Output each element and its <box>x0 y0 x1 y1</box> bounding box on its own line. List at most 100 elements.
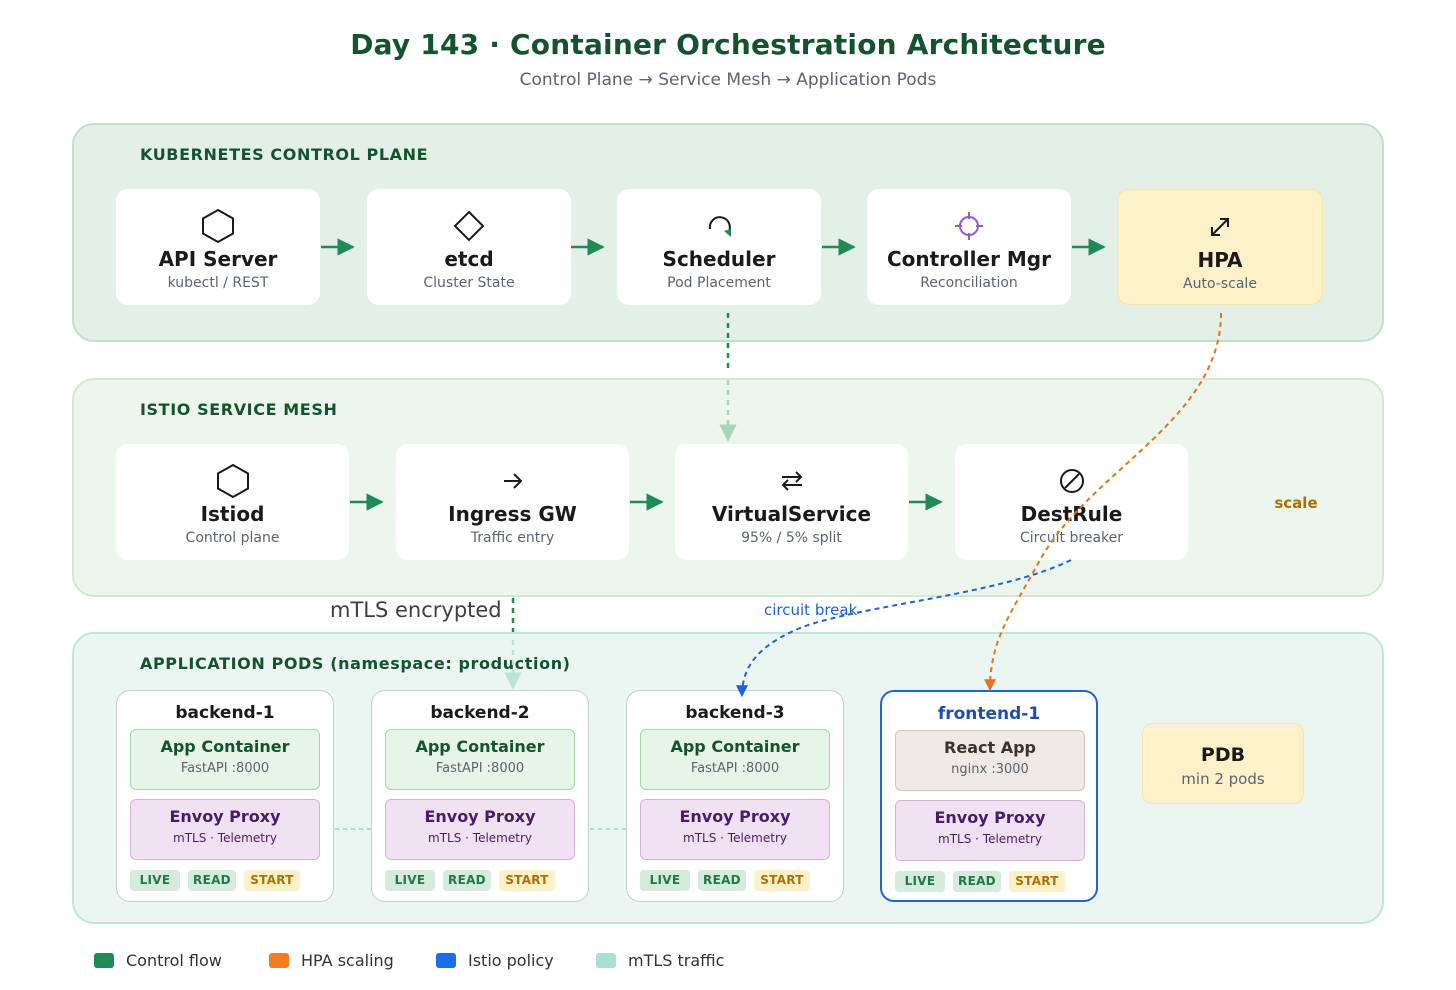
card-title: etcd <box>444 247 494 271</box>
legend-item-hpa-scaling: HPA scaling <box>269 948 394 972</box>
legend-label: HPA scaling <box>301 950 394 970</box>
legend-item-istio-policy: Istio policy <box>436 948 554 972</box>
etcd-card[interactable]: etcd Cluster State <box>367 189 571 305</box>
pod-name: backend-2 <box>430 703 530 723</box>
startup-probe-badge: START <box>244 870 300 891</box>
app-container-subtitle: FastAPI :8000 <box>435 761 525 776</box>
control-plane-label: KUBERNETES CONTROL PLANE <box>140 145 429 164</box>
api-server-card[interactable]: API Server kubectl / REST <box>116 189 320 305</box>
legend-swatch <box>596 952 616 968</box>
pod-backend-3[interactable]: backend-3 App Container FastAPI :8000 En… <box>626 690 844 902</box>
card-subtitle: kubectl / REST <box>167 275 269 291</box>
card-title: Ingress GW <box>448 502 577 526</box>
envoy-proxy-title: Envoy Proxy <box>169 807 281 826</box>
card-subtitle: Circuit breaker <box>1019 530 1124 546</box>
card-subtitle: Traffic entry <box>470 530 555 546</box>
page-subtitle: Control Plane → Service Mesh → Applicati… <box>519 70 937 90</box>
legend-label: mTLS traffic <box>628 950 725 970</box>
mtls-encrypted-label: mTLS encrypted <box>330 598 502 622</box>
card-subtitle: 95% / 5% split <box>741 530 842 546</box>
legend-swatch <box>269 952 289 968</box>
envoy-proxy-box[interactable]: Envoy Proxy mTLS · Telemetry <box>130 799 320 860</box>
hpa-card[interactable]: HPA Auto-scale <box>1117 189 1323 305</box>
app-container-subtitle: FastAPI :8000 <box>690 761 780 776</box>
legend-swatch <box>436 952 456 968</box>
pod-backend-2[interactable]: backend-2 App Container FastAPI :8000 En… <box>371 690 589 902</box>
app-container-title: App Container <box>160 737 290 756</box>
legend-label: Control flow <box>126 950 222 970</box>
app-container-box[interactable]: App Container FastAPI :8000 <box>385 729 575 790</box>
envoy-proxy-box[interactable]: Envoy Proxy mTLS · Telemetry <box>640 799 830 860</box>
envoy-proxy-subtitle: mTLS · Telemetry <box>173 831 277 845</box>
page-title: Day 143 · Container Orchestration Archit… <box>350 28 1106 61</box>
card-subtitle: Auto-scale <box>1183 276 1257 292</box>
cycle-arrow-icon <box>617 207 821 245</box>
card-title: VirtualService <box>711 502 872 526</box>
startup-probe-badge: START <box>754 870 810 891</box>
legend-swatch <box>94 952 114 968</box>
expand-icon <box>1118 208 1322 246</box>
envoy-proxy-box[interactable]: Envoy Proxy mTLS · Telemetry <box>895 800 1085 861</box>
scheduler-card[interactable]: Scheduler Pod Placement <box>617 189 821 305</box>
scale-label: scale <box>1274 494 1318 512</box>
pod-backend-1[interactable]: backend-1 App Container FastAPI :8000 En… <box>116 690 334 902</box>
pod-name: backend-3 <box>685 703 785 723</box>
readiness-probe-badge: READ <box>698 870 746 891</box>
virtualservice-card[interactable]: VirtualService 95% / 5% split <box>675 444 908 560</box>
pdb-card[interactable]: PDB min 2 pods <box>1142 723 1304 804</box>
pod-frontend-1[interactable]: frontend-1 React App nginx :3000 Envoy P… <box>880 690 1098 902</box>
ingress-gw-card[interactable]: Ingress GW Traffic entry <box>396 444 629 560</box>
card-subtitle: Control plane <box>185 530 280 546</box>
liveness-probe-badge: LIVE <box>640 870 690 891</box>
pdb-title: PDB <box>1200 744 1246 766</box>
liveness-probe-badge: LIVE <box>130 870 180 891</box>
startup-probe-badge: START <box>499 870 555 891</box>
envoy-proxy-title: Envoy Proxy <box>424 807 536 826</box>
app-container-subtitle: FastAPI :8000 <box>180 761 270 776</box>
diamond-icon <box>367 207 571 245</box>
app-container-title: App Container <box>670 737 800 756</box>
destrule-card[interactable]: DestRule Circuit breaker <box>955 444 1188 560</box>
card-subtitle: Cluster State <box>423 275 515 291</box>
readiness-probe-badge: READ <box>443 870 491 891</box>
card-title: HPA <box>1197 248 1243 272</box>
card-title: Istiod <box>200 502 265 526</box>
envoy-proxy-title: Envoy Proxy <box>934 808 1046 827</box>
card-subtitle: Reconciliation <box>920 275 1018 291</box>
startup-probe-badge: START <box>1009 871 1065 892</box>
circuit-break-label: circuit break <box>764 601 858 619</box>
app-container-box[interactable]: App Container FastAPI :8000 <box>130 729 320 790</box>
envoy-proxy-subtitle: mTLS · Telemetry <box>428 831 532 845</box>
hexagon-icon <box>116 462 349 500</box>
legend-item-control-flow: Control flow <box>94 948 222 972</box>
card-title: API Server <box>158 247 278 271</box>
readiness-probe-badge: READ <box>953 871 1001 892</box>
pod-name: backend-1 <box>175 703 275 723</box>
react-app-title: React App <box>944 738 1036 757</box>
envoy-proxy-subtitle: mTLS · Telemetry <box>938 832 1042 846</box>
envoy-proxy-subtitle: mTLS · Telemetry <box>683 831 787 845</box>
liveness-probe-badge: LIVE <box>385 870 435 891</box>
crosshair-icon <box>867 207 1071 245</box>
app-container-box[interactable]: App Container FastAPI :8000 <box>640 729 830 790</box>
card-subtitle: Pod Placement <box>667 275 771 291</box>
app-container-title: App Container <box>415 737 545 756</box>
controller-mgr-card[interactable]: Controller Mgr Reconciliation <box>867 189 1071 305</box>
envoy-proxy-box[interactable]: Envoy Proxy mTLS · Telemetry <box>385 799 575 860</box>
hexagon-icon <box>116 207 320 245</box>
prohibited-icon <box>955 462 1188 500</box>
pod-name: frontend-1 <box>937 704 1041 724</box>
istiod-card[interactable]: Istiod Control plane <box>116 444 349 560</box>
card-title: DestRule <box>1020 502 1123 526</box>
application-pods-label: APPLICATION PODS (namespace: production) <box>140 654 571 673</box>
swap-arrows-icon <box>675 462 908 500</box>
react-app-box[interactable]: React App nginx :3000 <box>895 730 1085 791</box>
legend-item-mtls-traffic: mTLS traffic <box>596 948 724 972</box>
card-title: Scheduler <box>662 247 776 271</box>
liveness-probe-badge: LIVE <box>895 871 945 892</box>
pdb-subtitle: min 2 pods <box>1181 770 1265 788</box>
arrow-right-icon <box>396 462 629 500</box>
card-title: Controller Mgr <box>886 247 1051 271</box>
service-mesh-label: ISTIO SERVICE MESH <box>140 400 338 419</box>
